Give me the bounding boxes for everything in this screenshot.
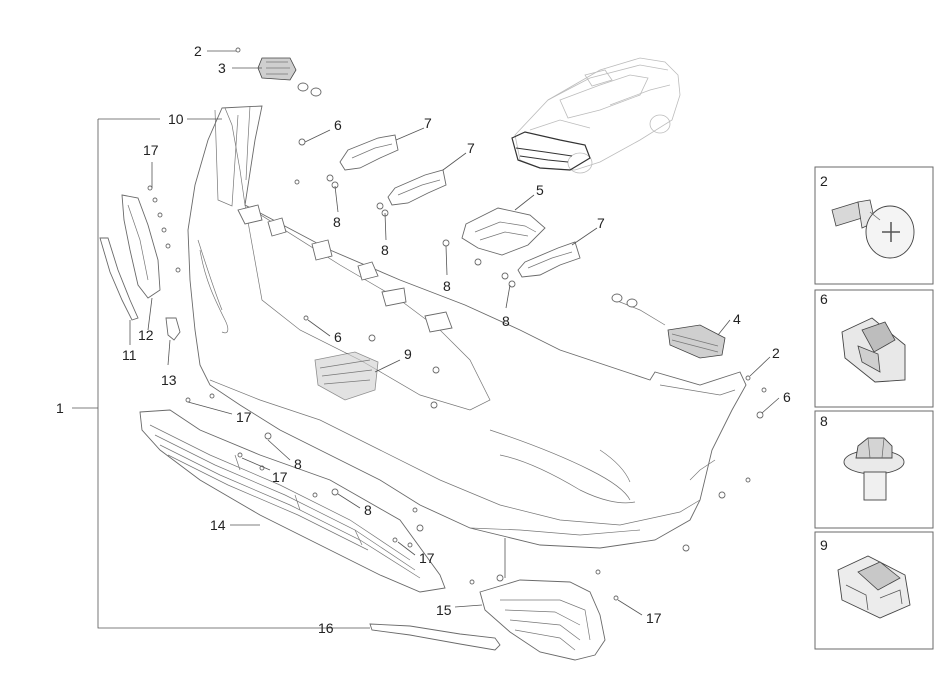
callout-17: 17 <box>143 142 159 158</box>
side-bracket-12 <box>121 194 161 299</box>
center-bracket-9 <box>314 351 379 401</box>
callout-1: 1 <box>56 400 64 416</box>
callout-5: 5 <box>536 182 544 198</box>
front-bumper-cover <box>187 105 747 549</box>
callout-7: 7 <box>424 115 432 131</box>
fastener-panel-6: 6 <box>814 289 934 408</box>
callout-11: 11 <box>122 347 137 363</box>
reference-car-illustration <box>511 57 681 174</box>
callout-8: 8 <box>502 313 510 329</box>
callout-7: 7 <box>597 215 605 231</box>
callout-8: 8 <box>294 456 302 472</box>
bracket-clip-icon <box>837 555 911 619</box>
bracket-4 <box>611 293 726 359</box>
panel-label: 8 <box>820 413 828 429</box>
callout-8: 8 <box>381 242 389 258</box>
callout-17: 17 <box>419 550 435 566</box>
bracket-7-a <box>326 134 399 189</box>
bracket-3 <box>235 47 322 97</box>
panel-label: 9 <box>820 537 828 553</box>
fastener-panel-9: 9 <box>814 531 934 650</box>
bumper-mounting-tabs <box>224 105 453 333</box>
reflector-13 <box>165 317 181 341</box>
clip-nut-icon <box>841 317 906 383</box>
bracket-7-b <box>376 169 447 217</box>
callout-6: 6 <box>334 329 342 345</box>
fastener-panel-2: 2 <box>814 166 934 285</box>
callout-15: 15 <box>436 602 452 618</box>
callout-8: 8 <box>443 278 451 294</box>
bracket-5 <box>442 207 546 266</box>
callout-17: 17 <box>646 610 662 626</box>
push-rivet-icon <box>831 199 915 259</box>
callout-10: 10 <box>168 111 184 127</box>
callout-2: 2 <box>772 345 780 361</box>
lower-grille-14 <box>139 409 446 593</box>
callout-labels: 2 3 10 1 6 7 17 7 5 7 8 8 8 8 4 2 6 9 6 … <box>56 43 791 636</box>
callout-6: 6 <box>783 389 791 405</box>
leader-lines <box>72 50 780 629</box>
callout-6: 6 <box>334 117 342 133</box>
callout-8: 8 <box>364 502 372 518</box>
panel-label: 6 <box>820 291 828 307</box>
bracket-7-c <box>501 241 581 288</box>
callout-9: 9 <box>404 346 412 362</box>
callout-3: 3 <box>218 60 226 76</box>
callout-8: 8 <box>333 214 341 230</box>
callout-4: 4 <box>733 311 741 327</box>
fasteners <box>147 138 767 601</box>
fastener-panel-8: 8 <box>814 410 934 529</box>
callout-14: 14 <box>210 517 226 533</box>
trim-strip-16 <box>369 623 501 651</box>
callout-17: 17 <box>236 409 252 425</box>
callout-13: 13 <box>161 372 177 388</box>
callout-7: 7 <box>467 140 475 156</box>
callout-16: 16 <box>318 620 334 636</box>
flange-bolt-icon <box>843 437 905 501</box>
panel-label: 2 <box>820 173 828 189</box>
side-trim-11 <box>99 237 139 321</box>
callout-12: 12 <box>138 327 154 343</box>
fog-lamp-bezel-15 <box>479 579 606 661</box>
callout-2: 2 <box>194 43 202 59</box>
callout-17: 17 <box>272 469 288 485</box>
